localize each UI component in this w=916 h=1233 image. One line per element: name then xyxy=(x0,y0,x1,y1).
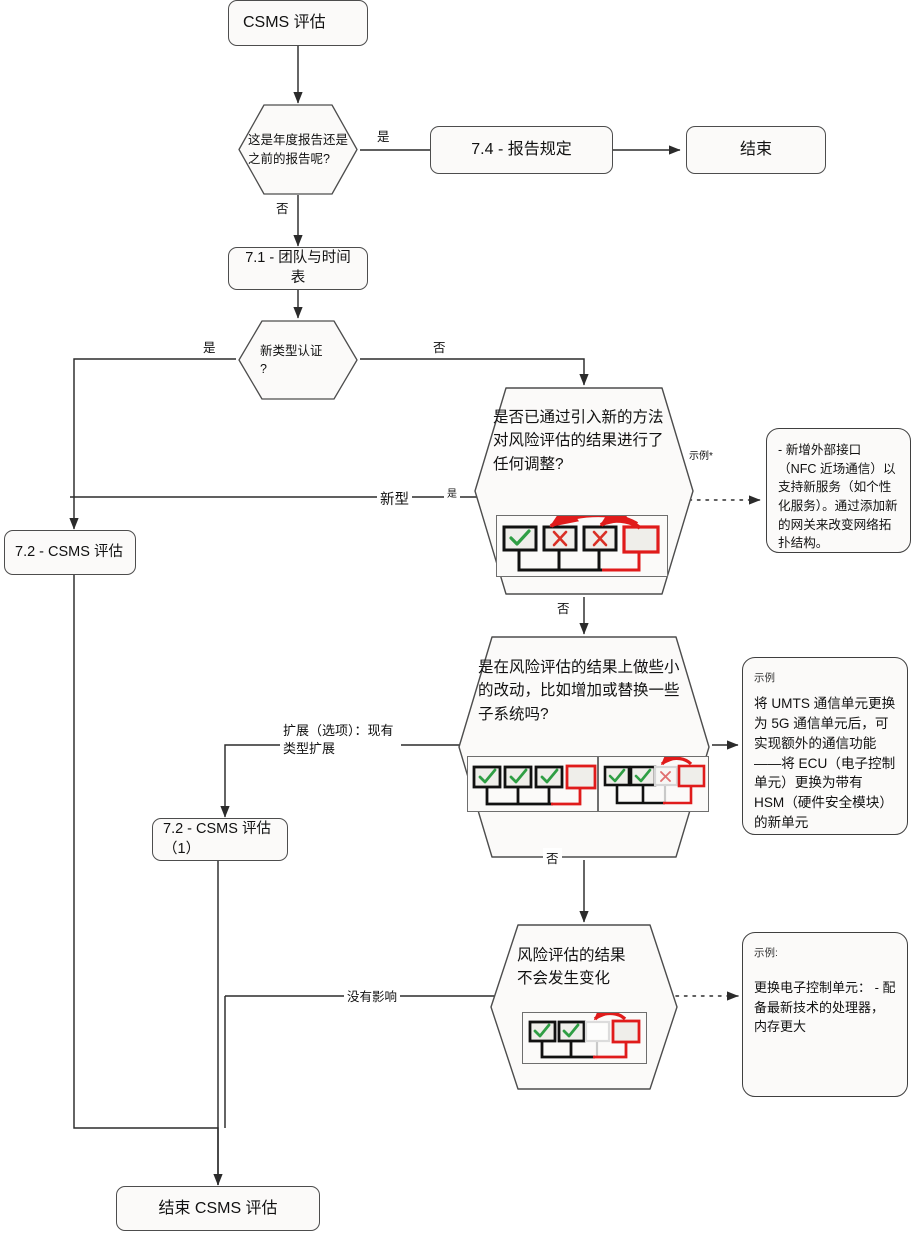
node-decision-new-type-text: 新类型认证 ? xyxy=(236,319,360,401)
edge-label-no-annual: 否 xyxy=(273,198,292,217)
note-example-2-title: 示例 xyxy=(754,672,775,684)
node-decision-annual-report-text: 这是年度报告还是 之前的报告呢? xyxy=(236,103,360,196)
node-decision-annual-report[interactable]: 这是年度报告还是 之前的报告呢? xyxy=(236,103,360,196)
edge-label-no-impact: 没有影响 xyxy=(344,986,401,1005)
note-example-1: - 新增外部接口（NFC 近场通信）以支持新服务（如个性化服务）。通过添加新的网… xyxy=(766,428,911,553)
note-example-3-title: 示例: xyxy=(754,947,778,959)
node-process-7-2-1-label: 7.2 - CSMS 评估（1） xyxy=(163,820,271,857)
node-process-7-1-label: 7.1 - 团队与时间表 xyxy=(245,249,351,286)
node-process-7-2-1[interactable]: 7.2 - CSMS 评估（1） xyxy=(152,818,288,861)
edge-label-yes-newtype: 是 xyxy=(200,337,219,356)
node-process-7-4[interactable]: 7.4 - 报告规定 xyxy=(430,126,613,174)
node-process-7-2-label: 7.2 - CSMS 评估 xyxy=(15,543,123,560)
node-decision-q3-inner: 风险评估的结果 不会发生变化 xyxy=(488,922,680,1092)
node-decision-q2-question: 是在风险评估的结果上做些小的改动，比如增加或替换一些子系统吗? xyxy=(478,659,680,723)
node-decision-q3-question: 风险评估的结果 不会发生变化 xyxy=(517,947,626,988)
decision-annual-label: 这是年度报告还是 之前的报告呢? xyxy=(247,133,348,166)
node-decision-q2-inner: 是在风险评估的结果上做些小的改动，比如增加或替换一些子系统吗? xyxy=(456,634,712,860)
illustration-q1-svg xyxy=(502,500,660,572)
node-end-top-label: 结束 xyxy=(739,141,772,159)
note-example-3: 示例: 更换电子控制单元： - 配备最新技术的处理器，内存更大 xyxy=(742,932,908,1097)
node-start[interactable]: CSMS 评估 xyxy=(228,0,368,46)
edge-label-extend-branch: 扩展（选项）：现有类型扩展 xyxy=(280,722,401,759)
node-decision-q2[interactable]: 是在风险评估的结果上做些小的改动，比如增加或替换一些子系统吗? xyxy=(456,634,712,860)
node-process-7-4-label: 7.4 - 报告规定 xyxy=(471,141,572,159)
note-example-2: 示例 将 UMTS 通信单元更换为 5G 通信单元后，可实现额外的通信功能——将… xyxy=(742,657,908,835)
node-end-bottom-label: 结束 CSMS 评估 xyxy=(158,1199,278,1217)
node-process-7-2[interactable]: 7.2 - CSMS 评估 xyxy=(4,530,136,575)
hexagon-shape xyxy=(238,320,358,400)
note-example-1-body: - 新增外部接口（NFC 近场通信）以支持新服务（如个性化服务）。通过添加新的网… xyxy=(778,443,898,551)
node-decision-new-type[interactable]: 新类型认证 ? xyxy=(236,319,360,401)
edge-label-no-q1: 否 xyxy=(554,598,573,617)
node-decision-q1[interactable]: 是否已通过引入新的方法对风险评估的结果进行了任何调整? xyxy=(472,385,696,597)
edge-label-no-q2: 否 xyxy=(543,848,562,867)
node-decision-q1-question: 是否已通过引入新的方法对风险评估的结果进行了任何调整? xyxy=(493,409,664,473)
decision-new-type-label: 新类型认证 ? xyxy=(260,343,323,376)
note-example-2-body: 将 UMTS 通信单元更换为 5G 通信单元后，可实现额外的通信功能——将 EC… xyxy=(754,696,896,831)
illustration-q2-panel-left xyxy=(467,756,598,812)
note-example-3-body: 更换电子控制单元： - 配备最新技术的处理器，内存更大 xyxy=(754,980,896,1034)
illustration-q2-panel-right xyxy=(598,742,709,812)
illustration-q2-right-svg xyxy=(603,742,706,805)
illustration-q3-svg xyxy=(528,996,641,1059)
illustration-q2-left-svg xyxy=(472,764,597,806)
node-end-bottom[interactable]: 结束 CSMS 评估 xyxy=(116,1186,320,1231)
illustration-q1 xyxy=(496,500,668,577)
node-start-label: CSMS 评估 xyxy=(243,14,326,32)
hexagon-shape xyxy=(238,104,358,195)
edge-label-yes-annual: 是 xyxy=(374,126,393,145)
node-decision-q1-inner: 是否已通过引入新的方法对风险评估的结果进行了任何调整? xyxy=(472,385,696,597)
edge-label-newtype-branch: 新型 xyxy=(377,488,412,509)
edge-label-yes-q1: 是 xyxy=(444,485,460,500)
node-process-7-1[interactable]: 7.1 - 团队与时间表 xyxy=(228,247,368,290)
node-decision-q3[interactable]: 风险评估的结果 不会发生变化 xyxy=(488,922,680,1092)
illustration-q3 xyxy=(522,996,647,1064)
note-example-1-title: 示例* xyxy=(686,447,716,462)
edge-label-no-newtype: 否 xyxy=(430,337,449,356)
node-end-top[interactable]: 结束 xyxy=(686,126,826,174)
